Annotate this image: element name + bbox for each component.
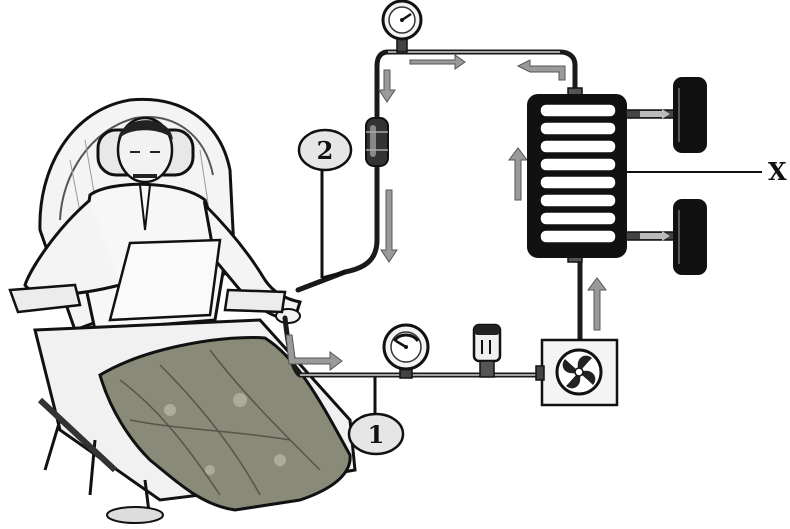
label-1-badge: 1 [349,414,403,454]
paper-document [110,240,220,320]
patient-in-chair [10,99,355,523]
arrow-left-top [518,60,565,80]
bubble-trap [366,118,388,166]
air-detector [474,325,500,377]
venous-return-tube [298,165,377,290]
arrow-up-dialyser [509,148,527,200]
dialysate-tank-top [674,78,706,152]
pressure-gauge-top [383,1,421,52]
arrow-up-pump [588,278,606,330]
arrow-down-tube [381,190,397,262]
dialyser [528,88,626,262]
label-x: X [768,157,787,186]
pressure-gauge-bottom [384,325,428,378]
label-1-text: 1 [368,420,385,449]
label-2-text: 2 [317,136,334,165]
pump [536,340,617,405]
chair-armrest-right [225,290,285,312]
arrow-down-top [379,70,395,102]
label-2-badge: 2 [299,130,351,170]
dialysate-connectors [626,110,676,240]
arrow-right-top [410,55,465,69]
dialysate-tank-bottom [674,200,706,274]
